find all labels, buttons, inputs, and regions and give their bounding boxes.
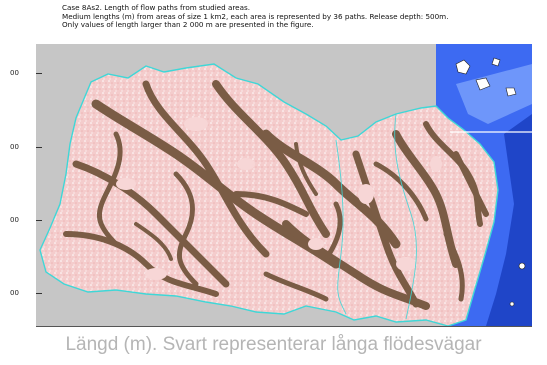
tick-label-4: 00 (10, 289, 19, 297)
tick-label-3: 00 (10, 216, 19, 224)
coastline (39, 63, 499, 326)
land-area (40, 64, 498, 326)
islands (455, 57, 526, 307)
header-line-3: Only values of length larger than 2 000 … (62, 20, 314, 30)
long-flow-paths (63, 80, 489, 310)
flow-path-map (39, 44, 532, 326)
figure-caption: Längd (m). Svart representerar långa flö… (65, 334, 482, 355)
tick-mark-3 (36, 220, 42, 221)
deep-sea-area (486, 114, 532, 326)
tick-label-1: 00 (10, 69, 19, 77)
tick-mark-2 (36, 147, 42, 148)
tick-mark-4 (36, 293, 42, 294)
short-path-patches (116, 117, 442, 280)
area-boundaries (335, 113, 417, 320)
figure-header: Case 8As2. Length of flow paths from stu… (62, 3, 532, 30)
tick-label-2: 00 (10, 143, 19, 151)
header-line-1: Case 8As2. Length of flow paths from stu… (62, 3, 251, 12)
light-sea-band (456, 64, 532, 124)
tick-mark-1 (36, 73, 42, 74)
figure-baseline (36, 326, 532, 327)
header-line-2: Medium lengths (m) from areas of size 1 … (62, 11, 449, 21)
map-frame (36, 44, 532, 326)
